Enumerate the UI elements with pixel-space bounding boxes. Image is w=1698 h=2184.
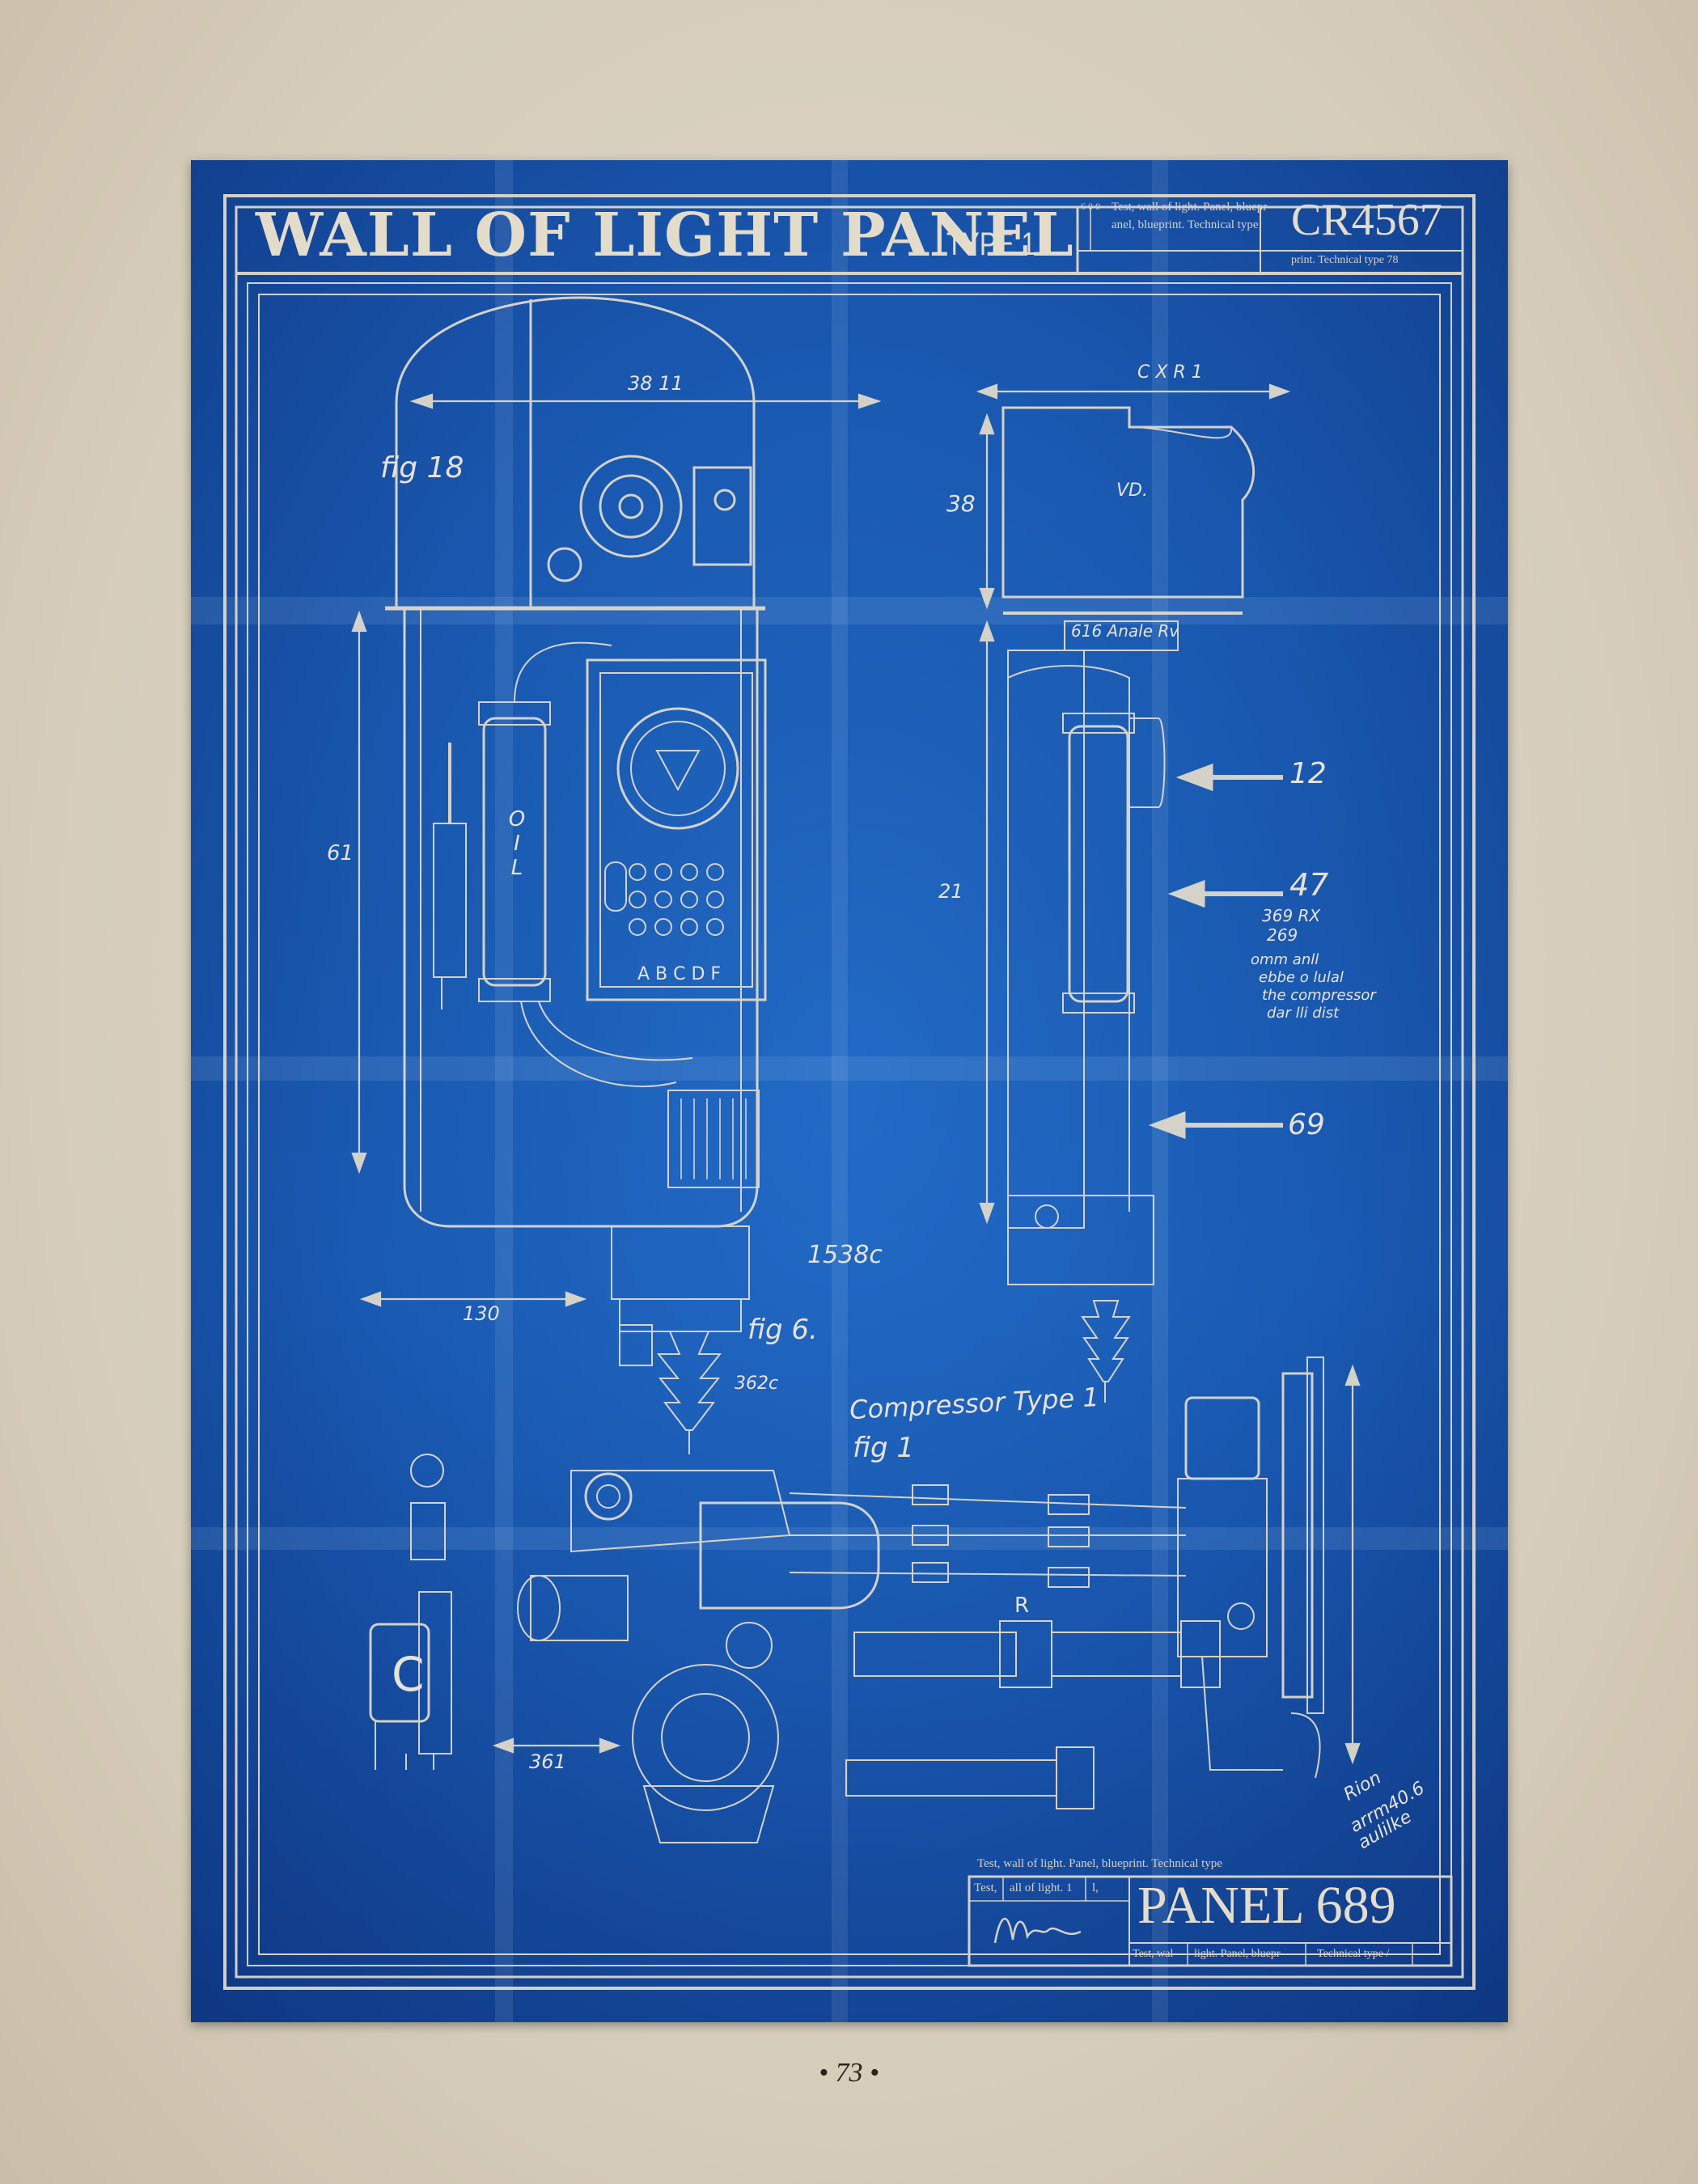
label-vd: VD. bbox=[1116, 480, 1148, 501]
note-script-1: omm anll bbox=[1251, 951, 1319, 968]
type-label: TYPE 1 bbox=[946, 226, 1036, 262]
page-number: • 73 • bbox=[819, 2058, 879, 2088]
footer-cell-1: Test, bbox=[974, 1881, 997, 1894]
fold-crease-v3 bbox=[1152, 160, 1168, 2022]
footer-bottom-1: Test, wal bbox=[1133, 1948, 1174, 1960]
footer-bottom-2: light. Panel, bluepr bbox=[1194, 1948, 1281, 1960]
label-362: 362c bbox=[735, 1373, 779, 1394]
footer-cell-2: all of light. 1 bbox=[1010, 1881, 1073, 1894]
note-369: 369 RX bbox=[1262, 906, 1321, 925]
blueprint-title: WALL OF LIGHT PANEL bbox=[256, 201, 1074, 270]
label-c: C bbox=[392, 1647, 425, 1702]
arrow-label-12: 12 bbox=[1289, 757, 1327, 790]
dim-38-label: 38 bbox=[946, 490, 976, 517]
note-script-4: dar lli dist bbox=[1267, 1005, 1340, 1022]
dim-130-label: 130 bbox=[463, 1302, 500, 1325]
footer-cell-3: l, bbox=[1092, 1881, 1099, 1894]
note-script-3: the compressor bbox=[1262, 987, 1376, 1004]
header-note-1: Test, wall of light. Panel, bluepr bbox=[1112, 201, 1268, 214]
arrow-label-47: 47 bbox=[1289, 867, 1329, 903]
label-r: R bbox=[1014, 1594, 1030, 1618]
label-abcd: A B C D F bbox=[637, 964, 722, 984]
fold-crease-h2 bbox=[191, 1056, 1508, 1081]
header-note-marks: 6 0 0 bbox=[1081, 201, 1100, 212]
fig-6-label: fig 6. bbox=[747, 1314, 818, 1346]
panel-label: PANEL 689 bbox=[1137, 1876, 1396, 1935]
page-number-value: 73 bbox=[835, 2058, 863, 2088]
fig-18-label: fig 18 bbox=[380, 451, 464, 485]
fold-crease-h1 bbox=[191, 597, 1508, 624]
dim-side-top-label: C X R 1 bbox=[1137, 362, 1203, 383]
label-1538: 1538c bbox=[807, 1241, 883, 1269]
blueprint-drawing bbox=[223, 194, 1476, 1990]
dim-21-label: 21 bbox=[938, 880, 963, 903]
note-269: 269 bbox=[1267, 925, 1298, 945]
dim-top-label: 38 11 bbox=[628, 372, 684, 395]
blueprint-sheet: WALL OF LIGHT PANEL TYPE 1 6 0 0 Test, w… bbox=[191, 160, 1508, 2022]
blueprint-code: CR4567 bbox=[1291, 195, 1442, 245]
footer-caption: Test, wall of light. Panel, blueprint. T… bbox=[977, 1857, 1222, 1870]
fold-crease-v1 bbox=[495, 160, 513, 2022]
dim-361-label: 361 bbox=[529, 1750, 566, 1773]
label-616: 616 Anale Rv bbox=[1071, 621, 1179, 641]
label-oil: OIL bbox=[505, 807, 529, 880]
fig-1-label: fig 1 bbox=[853, 1432, 914, 1464]
dim-61-label: 61 bbox=[327, 841, 354, 866]
arrow-label-69: 69 bbox=[1288, 1108, 1325, 1141]
header-note-2: anel, blueprint. Technical type bbox=[1112, 218, 1259, 231]
footer-bottom-3: Technical type / bbox=[1317, 1948, 1390, 1960]
header-note-3: print. Technical type 78 bbox=[1291, 254, 1399, 266]
note-script-2: ebbe o lulal bbox=[1259, 969, 1344, 986]
fold-crease-v2 bbox=[832, 160, 848, 2022]
